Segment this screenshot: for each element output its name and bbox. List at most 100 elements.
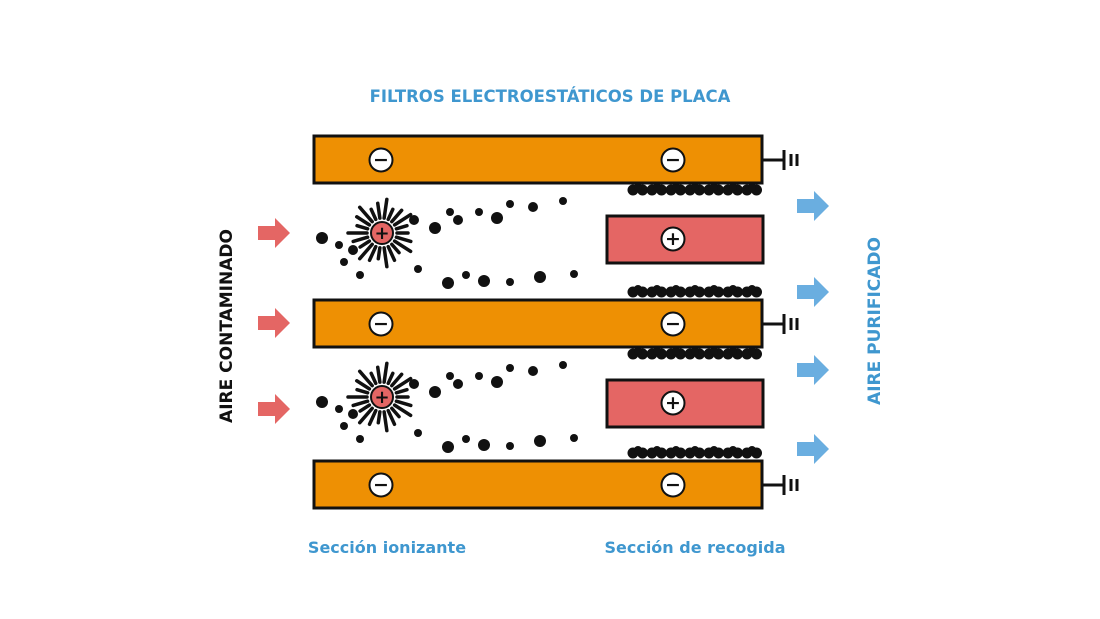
ion-spark: [392, 239, 413, 254]
particle-icon: [414, 265, 422, 273]
particle-icon: [672, 347, 680, 355]
svg-text:−: −: [665, 313, 681, 335]
ion-spark: [382, 197, 389, 220]
ion-spark: [351, 235, 370, 244]
ion-spark: [382, 410, 389, 433]
ionizing-section-label: Sección ionizante: [308, 538, 466, 557]
particle-icon: [340, 258, 348, 266]
particle-icon: [475, 208, 483, 216]
ion-spark: [367, 244, 378, 263]
particle-icon: [559, 197, 567, 205]
ion-spark: [357, 242, 374, 261]
particle-icon: [478, 439, 490, 451]
particle-icon: [506, 200, 514, 208]
particle-icon: [506, 278, 514, 286]
particle-icon: [672, 446, 680, 454]
ion-spark: [386, 207, 395, 222]
outlet-arrow-icon: [797, 277, 829, 307]
particle-icon: [570, 434, 578, 442]
particle-icon: [748, 183, 756, 191]
svg-text:+: +: [374, 223, 389, 244]
svg-text:−: −: [373, 149, 389, 171]
ion-spark: [367, 408, 378, 427]
arrows-layer: [258, 191, 829, 464]
particle-icon: [414, 429, 422, 437]
outlet-arrow-icon: [797, 191, 829, 221]
particle-icon: [348, 245, 358, 255]
particle-icon: [316, 232, 328, 244]
particle-icon: [672, 285, 680, 293]
particle-icon: [634, 446, 642, 454]
particle-icon: [506, 364, 514, 372]
particle-icon: [442, 441, 454, 453]
ionizer-wire: +: [346, 197, 413, 269]
ion-spark: [390, 208, 404, 224]
ion-spark: [355, 215, 372, 227]
ground-symbol-icon: [762, 314, 799, 334]
particle-icon: [729, 347, 737, 355]
particle-icon: [653, 446, 661, 454]
particle-icon: [335, 241, 343, 249]
particle-icon: [634, 183, 642, 191]
svg-text:−: −: [665, 474, 681, 496]
particle-icon: [534, 271, 546, 283]
particle-icon: [748, 347, 756, 355]
particles-layer: ++: [316, 183, 762, 459]
outlet-arrow-icon: [797, 434, 829, 464]
particle-icon: [446, 372, 454, 380]
negative-charge-symbol: −: [660, 311, 686, 337]
ion-spark: [386, 371, 395, 386]
svg-text:−: −: [373, 474, 389, 496]
particle-icon: [748, 446, 756, 454]
ion-spark: [369, 371, 378, 386]
particle-icon: [475, 372, 483, 380]
particle-icon: [710, 446, 718, 454]
particle-icon: [506, 442, 514, 450]
inlet-arrow-icon: [258, 308, 290, 338]
particle-icon: [491, 376, 503, 388]
svg-text:+: +: [665, 228, 681, 250]
particle-icon: [653, 285, 661, 293]
particle-icon: [634, 347, 642, 355]
particle-icon: [710, 347, 718, 355]
svg-text:+: +: [665, 392, 681, 414]
ion-spark: [394, 223, 409, 231]
particle-icon: [429, 222, 441, 234]
ion-spark: [386, 408, 397, 427]
ion-spark: [386, 244, 397, 263]
particle-icon: [729, 446, 737, 454]
particle-icon: [429, 386, 441, 398]
particle-icon: [409, 215, 419, 225]
outlet-label: AIRE PURIFICADO: [865, 237, 885, 405]
ion-spark: [358, 239, 372, 249]
negative-charge-symbol: −: [368, 472, 394, 498]
particle-icon: [691, 183, 699, 191]
particle-icon: [340, 422, 348, 430]
particle-icon: [570, 270, 578, 278]
particle-icon: [335, 405, 343, 413]
particle-icon: [491, 212, 503, 224]
outlet-arrow-icon: [797, 355, 829, 385]
ion-spark: [376, 246, 382, 261]
particle-icon: [462, 271, 470, 279]
negative-charge-symbol: −: [660, 472, 686, 498]
plates-layer: −−−−−−++: [312, 134, 799, 510]
svg-text:−: −: [373, 313, 389, 335]
particle-icon: [356, 271, 364, 279]
ion-spark: [392, 212, 413, 227]
particle-icon: [462, 435, 470, 443]
ion-spark: [357, 205, 374, 224]
particle-icon: [348, 409, 358, 419]
ground-symbol-icon: [762, 150, 799, 170]
negative-charge-symbol: −: [660, 147, 686, 173]
ion-spark: [390, 372, 404, 388]
ion-spark: [375, 201, 382, 220]
ion-spark: [394, 235, 413, 244]
svg-text:+: +: [374, 387, 389, 408]
ion-spark: [355, 223, 370, 231]
positive-charge-symbol: +: [660, 226, 686, 252]
particle-icon: [528, 202, 538, 212]
particle-icon: [534, 435, 546, 447]
ion-spark: [351, 399, 370, 408]
